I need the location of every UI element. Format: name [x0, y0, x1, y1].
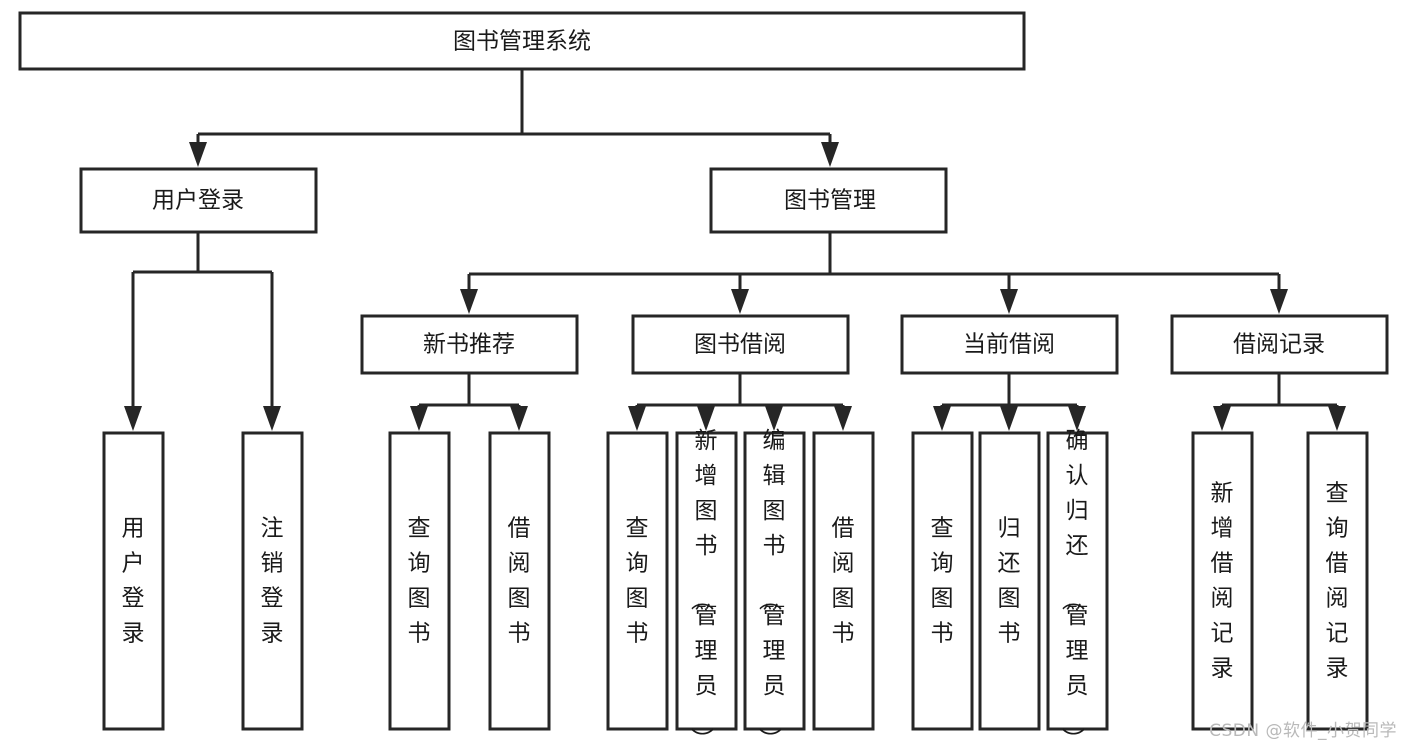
- node-leaf-query-book-1-box[interactable]: [388, 431, 451, 731]
- arrow-book-manage: [821, 142, 839, 167]
- node-leaf-return-book-label: 归还图书: [998, 515, 1021, 646]
- arrow-new-book-recommend: [460, 289, 478, 314]
- node-leaf-logout[interactable]: 注销登录: [241, 431, 304, 731]
- arrow-user-login: [189, 142, 207, 167]
- node-user-login-label: 用户登录: [152, 188, 244, 214]
- node-leaf-borrow-book-1-box[interactable]: [488, 431, 551, 731]
- node-root-label: 图书管理系统: [453, 29, 591, 55]
- node-leaf-confirm-return[interactable]: 确认归还（管理员）: [1046, 428, 1109, 747]
- node-leaf-edit-book-label: 编辑图书（管理员）: [757, 428, 786, 747]
- node-leaf-logout-box[interactable]: [241, 431, 304, 731]
- node-borrow-record-label: 借阅记录: [1233, 332, 1325, 358]
- node-leaf-confirm-return-box[interactable]: [1046, 431, 1109, 731]
- node-leaf-user-login-label: 用户登录: [122, 515, 145, 646]
- node-leaf-borrow-book-1-label: 借阅图书: [508, 515, 531, 646]
- node-leaf-borrow-book-2-label: 借阅图书: [832, 515, 855, 646]
- node-leaf-return-book-box[interactable]: [978, 431, 1041, 731]
- arrow-leaf-query-book-1: [410, 406, 428, 431]
- leaf-node-group: 用户登录 注销登录 查询图书 借阅图书 查询图书 新增图书（管理员）: [102, 428, 1369, 747]
- arrow-leaf-add-record: [1213, 406, 1231, 431]
- node-leaf-query-book-3-label: 查询图书: [931, 515, 954, 646]
- node-leaf-query-book-2[interactable]: 查询图书: [606, 431, 669, 731]
- node-leaf-borrow-book-2[interactable]: 借阅图书: [812, 431, 875, 731]
- arrow-leaf-confirm-return: [1068, 406, 1086, 431]
- node-leaf-add-book[interactable]: 新增图书（管理员）: [675, 428, 738, 747]
- node-leaf-edit-book[interactable]: 编辑图书（管理员）: [743, 428, 806, 747]
- node-book-borrow[interactable]: 图书借阅: [631, 314, 850, 375]
- node-current-borrow[interactable]: 当前借阅: [900, 314, 1119, 375]
- node-book-manage-label: 图书管理: [784, 188, 876, 214]
- node-leaf-query-book-3[interactable]: 查询图书: [911, 431, 974, 731]
- node-new-book-recommend-box[interactable]: [360, 314, 579, 375]
- arrow-borrow-record: [1270, 289, 1288, 314]
- arrow-leaf-edit-book: [765, 406, 783, 431]
- node-leaf-user-login-box[interactable]: [102, 431, 165, 731]
- node-leaf-add-record[interactable]: 新增借阅记录: [1191, 431, 1254, 731]
- node-borrow-record[interactable]: 借阅记录: [1170, 314, 1389, 375]
- node-new-book-recommend[interactable]: 新书推荐: [360, 314, 579, 375]
- node-leaf-edit-book-box[interactable]: [743, 431, 806, 731]
- node-leaf-user-login[interactable]: 用户登录: [102, 431, 165, 731]
- node-leaf-add-book-box[interactable]: [675, 431, 738, 731]
- node-leaf-logout-label: 注销登录: [261, 515, 284, 646]
- node-leaf-query-book-1-label: 查询图书: [408, 515, 431, 646]
- node-current-borrow-box[interactable]: [900, 314, 1119, 375]
- node-book-manage[interactable]: 图书管理: [709, 167, 948, 234]
- node-user-login-box[interactable]: [79, 167, 318, 234]
- node-new-book-recommend-label: 新书推荐: [423, 332, 515, 358]
- node-root[interactable]: 图书管理系统: [18, 11, 1026, 71]
- connector-group: [124, 69, 1346, 431]
- node-leaf-add-record-box[interactable]: [1191, 431, 1254, 731]
- node-leaf-confirm-return-label: 确认归还（管理员）: [1060, 428, 1089, 747]
- arrow-leaf-borrow-book-1: [510, 406, 528, 431]
- node-leaf-query-book-2-label: 查询图书: [626, 515, 649, 646]
- node-root-box[interactable]: [18, 11, 1026, 71]
- node-leaf-return-book[interactable]: 归还图书: [978, 431, 1041, 731]
- node-leaf-add-book-label: 新增图书（管理员）: [689, 428, 718, 747]
- arrow-book-borrow: [731, 289, 749, 314]
- node-leaf-query-book-3-box[interactable]: [911, 431, 974, 731]
- node-borrow-record-box[interactable]: [1170, 314, 1389, 375]
- node-current-borrow-label: 当前借阅: [963, 332, 1055, 358]
- node-book-manage-box[interactable]: [709, 167, 948, 234]
- node-leaf-query-record-label: 查询借阅记录: [1326, 480, 1349, 681]
- node-leaf-borrow-book-2-box[interactable]: [812, 431, 875, 731]
- node-leaf-add-record-label: 新增借阅记录: [1211, 480, 1234, 681]
- node-user-login[interactable]: 用户登录: [79, 167, 318, 234]
- arrow-leaf-user-login: [124, 406, 142, 431]
- node-book-borrow-box[interactable]: [631, 314, 850, 375]
- arrow-leaf-query-book-2: [628, 406, 646, 431]
- arrow-leaf-add-book: [697, 406, 715, 431]
- arrow-leaf-query-book-3: [933, 406, 951, 431]
- arrow-leaf-borrow-book-2: [834, 406, 852, 431]
- node-book-borrow-label: 图书借阅: [694, 332, 786, 358]
- arrow-leaf-logout: [263, 406, 281, 431]
- node-leaf-query-record-box[interactable]: [1306, 431, 1369, 731]
- arrow-leaf-query-record: [1328, 406, 1346, 431]
- node-leaf-borrow-book-1[interactable]: 借阅图书: [488, 431, 551, 731]
- node-leaf-query-book-2-box[interactable]: [606, 431, 669, 731]
- node-leaf-query-record[interactable]: 查询借阅记录: [1306, 431, 1369, 731]
- arrow-leaf-return-book: [1000, 406, 1018, 431]
- arrow-current-borrow: [1000, 289, 1018, 314]
- node-leaf-query-book-1[interactable]: 查询图书: [388, 431, 451, 731]
